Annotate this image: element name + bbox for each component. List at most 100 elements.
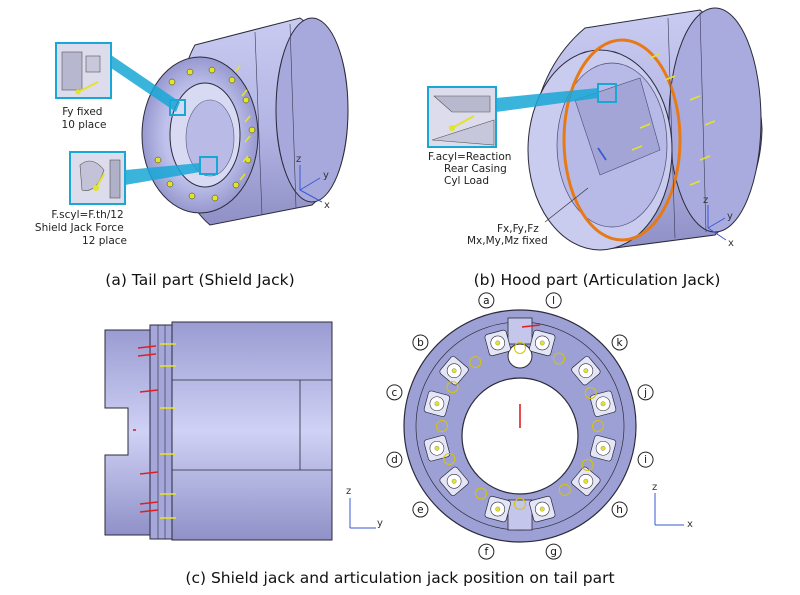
jack-force-dot: [495, 506, 501, 512]
axis-label-z: z: [652, 482, 657, 493]
hood-orange-ring: [562, 38, 682, 242]
articulation-marker: [553, 352, 565, 365]
callout-shield-arrow: [95, 173, 105, 189]
callout-detail-reaction: [433, 95, 491, 113]
position-label-circle: [386, 451, 403, 468]
position-label-circle: [386, 384, 403, 401]
callout-leader-fy: [111, 55, 180, 112]
tail-end-cap: [275, 17, 349, 203]
note-fixed: Fx,Fy,Fz Mx,My,Mz fixed: [467, 223, 548, 247]
axis-label-z: z: [346, 486, 351, 497]
jack-force-dot: [495, 340, 501, 346]
position-label-circle: [637, 384, 654, 401]
side-main-shell: [171, 321, 333, 541]
side-front-flange: [149, 324, 173, 540]
position-label-g: g: [550, 546, 557, 558]
articulation-marker: [514, 342, 526, 354]
articulation-marker: [436, 420, 448, 432]
position-label-circle: [478, 543, 495, 560]
callout-detail-fy: [61, 51, 83, 91]
position-label-circle: [412, 501, 429, 518]
position-label-circle: [611, 334, 628, 351]
articulation-force-arrows: [631, 53, 716, 186]
jack-force-dot: [539, 340, 545, 346]
position-label-circle: [611, 501, 628, 518]
position-label-h: h: [616, 504, 623, 516]
note-shield-jack: F.scyl=F.th/12 Shield Jack Force 12 plac…: [35, 209, 127, 247]
jack-pocket: [529, 329, 556, 357]
hood-blue-arrow: [597, 147, 607, 161]
caption-a: (a) Tail part (Shield Jack): [105, 271, 294, 289]
side-red-arrows: [133, 345, 159, 513]
axis-label-y: y: [727, 211, 733, 222]
axis-triad-b: [707, 205, 727, 241]
articulation-marker: [443, 452, 456, 465]
position-label-circle: [545, 292, 562, 309]
axis-label-x: x: [324, 200, 330, 211]
hood-panel-line: [699, 11, 707, 233]
jack-force-dot: [451, 368, 457, 374]
articulation-marker: [446, 381, 459, 393]
callout-target-fy: [169, 99, 186, 116]
position-label-e: e: [417, 504, 423, 516]
tail-panel-line: [254, 31, 263, 216]
callout-detail-reaction-2: [431, 119, 495, 146]
front-top-force: [521, 324, 541, 328]
jack-force-dot: [600, 445, 606, 451]
axis-triad-c1: [349, 498, 376, 529]
jack-force-dot: [434, 401, 440, 407]
tail-panel-line: [289, 23, 297, 209]
axis-label-x: x: [728, 238, 734, 249]
axis-label-y: y: [323, 170, 329, 181]
jack-force-dot: [539, 506, 545, 512]
axis-triad-c2: [654, 493, 684, 526]
position-label-circle: [545, 543, 562, 560]
jack-force-dot: [434, 445, 440, 451]
articulation-marker: [584, 387, 597, 400]
axis-label-x: x: [687, 519, 693, 530]
axis-label-z: z: [296, 154, 301, 165]
hood-panel-line: [667, 17, 676, 239]
front-bottom-block: [507, 499, 533, 531]
callout-detail-fy-2: [85, 55, 101, 73]
position-label-b: b: [417, 337, 424, 349]
position-label-l: l: [552, 295, 555, 307]
jack-force-dot: [600, 401, 606, 407]
jack-pocket: [484, 329, 511, 357]
jack-pocket: [423, 390, 451, 417]
axis-triad-a: [299, 165, 323, 203]
callout-detail-shield-2: [109, 159, 121, 199]
jack-pockets: [423, 329, 617, 523]
callout-target-reaction: [597, 83, 617, 103]
fy-force-arrows: [234, 65, 251, 181]
tail-bore-shadow: [185, 99, 235, 177]
jack-force-dot: [451, 478, 457, 484]
jack-pocket: [571, 356, 601, 386]
axis-label-z: z: [703, 195, 708, 206]
position-label-c: c: [392, 387, 398, 399]
shield-jack-markers: [154, 66, 256, 202]
articulation-marker: [469, 356, 482, 369]
hood-inner-structure: [574, 77, 661, 176]
panel-b-hood-part: F.acyl=Reaction Rear Casing Cyl Load Fx,…: [427, 7, 763, 251]
caption-c: (c) Shield jack and articulation jack po…: [185, 569, 614, 587]
side-yellow-arrows: [160, 343, 176, 519]
jack-pocket: [439, 356, 469, 386]
position-label-circle: [412, 334, 429, 351]
caption-b: (b) Hood part (Articulation Jack): [474, 271, 721, 289]
panel-a-tail-part: Fy fixed 10 place F.scyl=F.th/12 Shield …: [35, 17, 349, 247]
articulation-marker: [592, 420, 604, 432]
articulation-marker: [475, 487, 487, 500]
position-label-a: a: [483, 295, 489, 307]
callout-target-shield: [199, 156, 218, 175]
axis-label-y: y: [377, 518, 383, 529]
jack-pocket: [589, 390, 617, 417]
note-fy: Fy fixed 10 place: [62, 106, 107, 131]
front-bore: [461, 377, 579, 495]
position-label-circle: [637, 451, 654, 468]
jack-pocket: [529, 495, 556, 523]
front-top-block: [507, 317, 533, 345]
side-tail-section: [104, 329, 151, 536]
position-label-circle: [478, 292, 495, 309]
